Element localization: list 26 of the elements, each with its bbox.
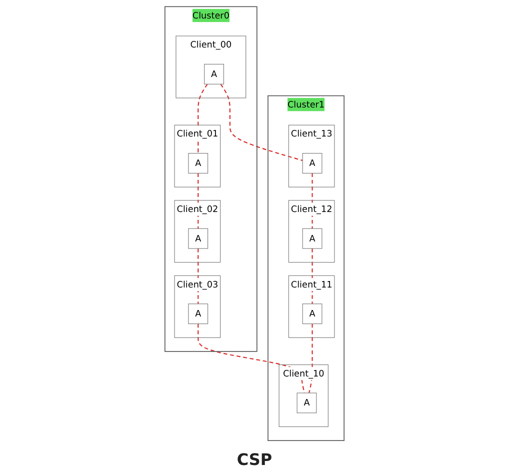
- connector: [312, 248, 313, 304]
- connector: [198, 248, 199, 304]
- cluster: [176, 36, 246, 98]
- node-box: [188, 304, 208, 324]
- node-box: [188, 153, 208, 174]
- node-box: [204, 64, 224, 84]
- node-box: [302, 153, 322, 174]
- cluster-diagram: Cluster0 Client_00 Cluster1 Client_01 Client_13 Client_02 Client_12 Client_03 Client_11 Client_10 A A A A A A A A: [0, 0, 509, 445]
- cluster: [164, 6, 258, 352]
- cluster: [278, 364, 328, 428]
- cluster: [288, 275, 335, 338]
- cluster: [174, 124, 221, 188]
- center-label: CSP: [236, 450, 274, 469]
- connector: [198, 173, 199, 229]
- connector: [220, 84, 303, 162]
- node-box: [302, 304, 322, 324]
- cluster: [288, 124, 335, 188]
- cluster: [174, 275, 221, 338]
- node-box: [188, 228, 208, 249]
- cluster: [288, 200, 335, 263]
- cluster: [174, 200, 221, 263]
- connector: [312, 173, 313, 229]
- cluster: [268, 95, 344, 441]
- node-box: [302, 228, 322, 249]
- node-box: [296, 392, 317, 414]
- connector: [308, 324, 313, 394]
